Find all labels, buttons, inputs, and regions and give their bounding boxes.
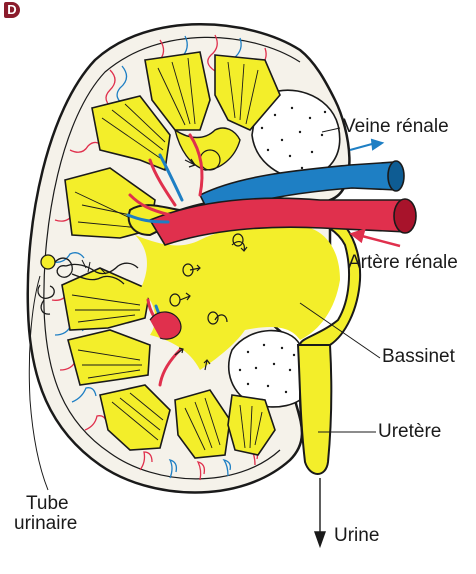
corner-mark: D: [4, 2, 20, 18]
pyramid-2: [214, 54, 281, 131]
urine-droplets: [169, 233, 244, 325]
label-veine-renale: Veine rénale: [343, 116, 449, 137]
leader-lines: [28, 127, 381, 491]
renal-sinus-fat: [227, 89, 341, 408]
urine-flow-arrows: [174, 158, 248, 371]
urine-arrow: [314, 478, 326, 549]
pyramid-7: [99, 384, 171, 451]
label-urine: Urine: [334, 525, 380, 546]
ureter: [296, 344, 333, 475]
vein-arrow: [349, 138, 385, 151]
renal-pyramids: [61, 51, 281, 459]
renal-artery-lumen: [393, 198, 417, 234]
pyramid-8: [174, 389, 231, 459]
lower-calyx-vessel-loop: [149, 311, 182, 340]
label-tube-urinaire-line2: urinaire: [14, 513, 78, 534]
cortex-inner-line: [43, 36, 301, 480]
renal-vein-lumen: [387, 160, 405, 192]
label-uretere: Uretère: [378, 421, 442, 442]
pelvis-body: [135, 224, 340, 370]
label-artere-renale: Artère rénale: [348, 252, 458, 273]
artery-arrow: [349, 228, 401, 248]
nephron-tubule: [37, 254, 139, 315]
label-bassinet: Bassinet: [382, 346, 455, 367]
label-tube-urinaire-line1: Tube: [26, 493, 69, 514]
pyramid-striations: [71, 57, 263, 451]
